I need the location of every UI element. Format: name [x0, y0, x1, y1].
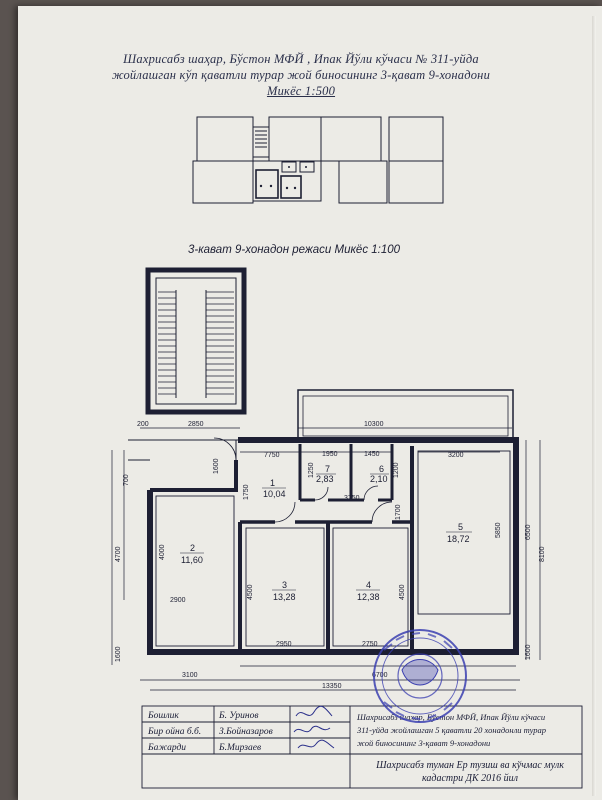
role-executor: Бажарди [147, 742, 186, 753]
room-labels: 1 10,04 2 11,60 3 13,28 4 12,38 5 18,72 … [180, 464, 472, 602]
door-swings [213, 437, 393, 523]
desc-line-2: 311-уйда жойлашган 5 қаватли 20 хонадонл… [356, 725, 546, 735]
stairwell [145, 267, 247, 415]
dim-1250: 1250 [308, 462, 315, 478]
room-3-number: 3 [282, 580, 287, 590]
dim-4500-room4: 4500 [399, 584, 406, 600]
dim-3100: 3100 [182, 672, 198, 679]
dim-5850: 5850 [495, 522, 502, 538]
footer-line-1: Шахрисабз туман Ер тузиш ва кўчмас мулк [376, 760, 564, 771]
dim-2850: 2850 [188, 421, 204, 428]
desc-line-3: жой биносининг 3-қават 9-хонадони [357, 738, 490, 748]
dim-1600-bottom-right: 1600 [525, 644, 532, 660]
plan-title: 3-кават 9-хонадон режаси Микёс 1:100 [188, 244, 401, 256]
name-executor: Б.Мирзаев [218, 743, 261, 753]
dim-6500: 6500 [525, 524, 532, 540]
dim-3750: 3750 [344, 495, 360, 502]
room-7-area: 2,83 [316, 474, 334, 484]
dim-1750: 1750 [243, 484, 250, 500]
header-scale: Микёс 1:500 [266, 84, 336, 98]
dim-1450: 1450 [364, 451, 380, 458]
role-chief: Бошлик [147, 711, 179, 721]
title-block-texts: Бошлик Б. Уринов Бир ойна б.б. З.Бойназа… [147, 711, 546, 753]
room-6-number: 6 [379, 464, 384, 474]
site-plan-marks [259, 166, 307, 190]
name-chief: Б. Уринов [218, 711, 258, 721]
dim-2950: 2950 [276, 641, 292, 648]
name-department-head: З.Бойназаров [219, 726, 273, 737]
desc-line-1: Шахрисабз шахар, Бўстон МФЙ, Ипак Йўли к… [356, 712, 545, 722]
dim-1950: 1950 [322, 451, 338, 458]
official-stamp [373, 629, 467, 723]
dim-1200: 1200 [393, 462, 400, 478]
room-5-area: 18,72 [447, 534, 470, 544]
dim-1700: 1700 [395, 504, 402, 520]
paper-sheet [18, 6, 602, 800]
room-6-area: 2,10 [370, 474, 388, 484]
dim-4500-room3: 4500 [247, 584, 254, 600]
dim-2900: 2900 [170, 597, 186, 604]
apartment-walls [128, 437, 519, 655]
dim-700: 700 [123, 474, 130, 486]
dimension-texts: 200 2850 10300 7750 1950 1450 3200 1600 … [115, 421, 546, 690]
room-1-area: 10,04 [263, 489, 286, 499]
signatures [293, 705, 335, 749]
room-4-number: 4 [366, 580, 371, 590]
room-4-area: 12,38 [357, 592, 380, 602]
dim-10300: 10300 [364, 421, 384, 428]
room-3-area: 13,28 [273, 592, 296, 602]
dim-3200: 3200 [448, 452, 464, 459]
room-2-number: 2 [190, 543, 195, 553]
dimension-lines [111, 427, 541, 691]
dim-1600-bottom-left: 1600 [115, 646, 122, 662]
dim-1600-left: 1600 [213, 458, 220, 474]
paper-edge [592, 16, 596, 796]
dim-4000: 4000 [159, 544, 166, 560]
role-department-head: Бир ойна б.б. [147, 726, 201, 737]
dim-2750: 2750 [362, 641, 378, 648]
header-line-2: жойлашган кўп қаватли турар жой биносини… [111, 68, 491, 82]
balcony [297, 389, 514, 441]
dim-8100: 8100 [539, 546, 546, 562]
room-1-number: 1 [270, 478, 275, 488]
room-5-number: 5 [458, 522, 463, 532]
room-7-number: 7 [325, 464, 330, 474]
title-block [141, 705, 583, 789]
site-plan [192, 116, 444, 204]
room-inner-lines [155, 450, 511, 647]
dim-6700: 6700 [372, 672, 388, 679]
dim-13350: 13350 [322, 683, 342, 690]
dim-4700: 4700 [115, 546, 122, 562]
header-line-1: Шахрисабз шаҳар, Бўстон МФЙ , Ипак Йўли … [123, 52, 479, 66]
dim-7750: 7750 [264, 452, 280, 459]
dim-200: 200 [137, 421, 149, 428]
footer-line-2: кадастри ДК 2016 йил [421, 773, 518, 784]
room-2-area: 11,60 [181, 555, 203, 565]
